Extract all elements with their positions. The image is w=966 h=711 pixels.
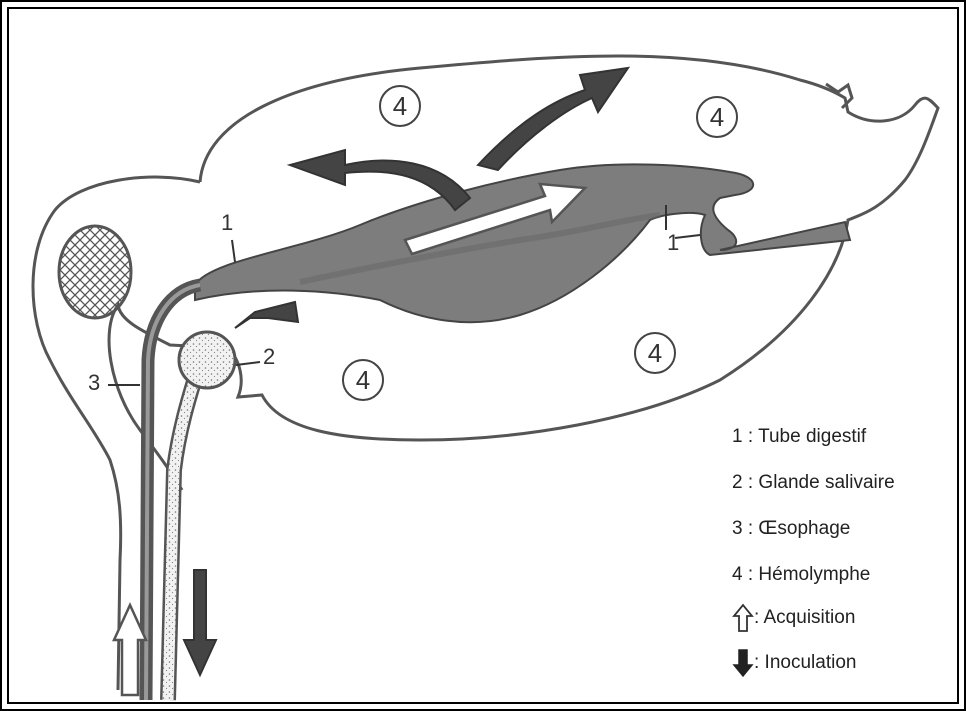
hemolymph-marker-3: 4 (635, 333, 675, 373)
hemolymph-marker-1: 4 (380, 86, 420, 126)
legend-text-hemolymphe: Hémolymphe (758, 564, 870, 585)
svg-text:4: 4 (393, 91, 407, 121)
inoculation-arrow-bottom (184, 570, 216, 675)
legend-text-glande-salivaire: Glande salivaire (758, 472, 894, 493)
legend-text-tube-digestif: Tube digestif (758, 426, 866, 447)
label-1-right: 1 (667, 230, 679, 255)
legend-item-inoculation: : Inoculation (732, 648, 856, 678)
svg-text:4: 4 (356, 365, 370, 395)
digestive-tube (195, 164, 850, 322)
hemolymph-marker-4: 4 (343, 360, 383, 400)
legend-item-3: 3 : Œsophage (732, 518, 850, 540)
arrow-to-hemolymph-up (478, 68, 628, 170)
legend-item-1: 1 : Tube digestif (732, 426, 866, 448)
svg-text:4: 4 (648, 338, 662, 368)
legend-text-inoculation: : Inoculation (754, 652, 856, 673)
legend-text-oesophage: Œsophage (758, 518, 850, 539)
legend-item-4: 4 : Hémolymphe (732, 564, 870, 586)
legend-text-acquisition: : Acquisition (754, 607, 855, 628)
compound-eye (59, 226, 131, 318)
solid-down-arrow-icon (732, 648, 754, 678)
label-3: 3 (88, 370, 100, 395)
hemolymph-marker-2: 4 (697, 97, 737, 137)
arrow-to-gland (235, 302, 298, 328)
hollow-up-arrow-icon (732, 603, 754, 633)
label-2: 2 (263, 344, 275, 369)
label-1-top: 1 (221, 210, 233, 235)
legend-item-acquisition: : Acquisition (732, 603, 855, 633)
legend-item-2: 2 : Glande salivaire (732, 472, 895, 494)
svg-text:4: 4 (710, 102, 724, 132)
salivary-gland (179, 332, 235, 388)
